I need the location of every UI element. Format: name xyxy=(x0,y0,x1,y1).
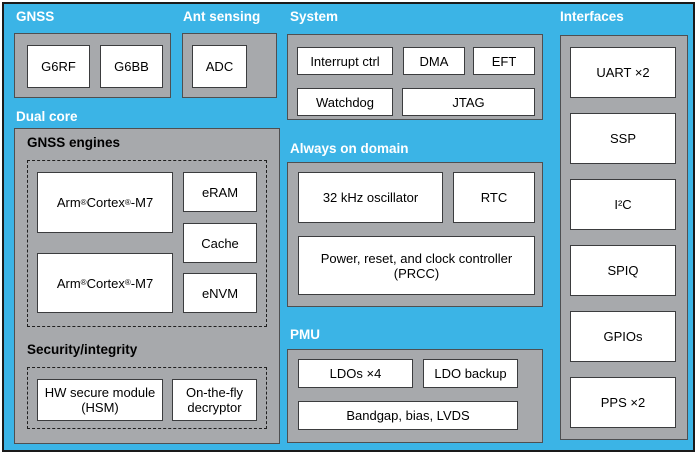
box-32khz-oscillator: 32 kHz oscillator xyxy=(298,172,443,223)
box-ssp: SSP xyxy=(570,113,676,164)
security-group-label: Security/integrity xyxy=(27,342,138,357)
gnss-engines-group-label: GNSS engines xyxy=(27,135,121,150)
gnss-engines-group-border xyxy=(27,160,267,327)
box-ldos: LDOs ×4 xyxy=(298,359,413,388)
box-cortex-m7-2: Arm® Cortex®-M7 xyxy=(37,253,173,313)
box-rtc: RTC xyxy=(453,172,535,223)
box-cache: Cache xyxy=(183,223,257,263)
gnss-section-label: GNSS xyxy=(16,9,55,24)
box-eram: eRAM xyxy=(183,172,257,212)
system-panel: Interrupt ctrl DMA EFT Watchdog JTAG xyxy=(287,34,543,120)
box-g6bb: G6BB xyxy=(100,45,163,88)
pmu-section-label: PMU xyxy=(290,327,320,342)
box-cortex-m7-1: Arm® Cortex®-M7 xyxy=(37,172,173,233)
box-hsm: HW secure module (HSM) xyxy=(37,379,163,421)
box-jtag: JTAG xyxy=(402,88,535,116)
box-uart: UART ×2 xyxy=(570,47,676,98)
box-adc: ADC xyxy=(192,45,247,88)
box-spiq: SPIQ xyxy=(570,245,676,296)
ant-sensing-panel: ADC xyxy=(182,33,277,98)
box-pps: PPS ×2 xyxy=(570,377,676,428)
always-on-section-label: Always on domain xyxy=(290,141,409,156)
box-interrupt-ctrl: Interrupt ctrl xyxy=(297,47,393,75)
dual-core-section-label: Dual core xyxy=(16,109,78,124)
box-dma: DMA xyxy=(403,47,465,75)
interfaces-section-label: Interfaces xyxy=(560,9,624,24)
security-group-border xyxy=(27,367,267,429)
box-otf-decryptor: On-the-fly decryptor xyxy=(172,379,257,421)
system-section-label: System xyxy=(290,9,339,24)
box-ldo-backup: LDO backup xyxy=(423,359,518,388)
box-bandgap-bias-lvds: Bandgap, bias, LVDS xyxy=(298,401,518,430)
box-g6rf: G6RF xyxy=(27,45,90,88)
box-watchdog: Watchdog xyxy=(297,88,393,116)
interfaces-panel: UART ×2 SSP I²C SPIQ GPIOs PPS ×2 xyxy=(560,35,688,440)
ant-sensing-section-label: Ant sensing xyxy=(183,9,261,24)
box-i2c: I²C xyxy=(570,179,676,230)
dual-core-panel: GNSS engines Arm® Cortex®-M7 Arm® Cortex… xyxy=(14,128,280,444)
always-on-panel: 32 kHz oscillator RTC Power, reset, and … xyxy=(287,162,543,307)
box-gpios: GPIOs xyxy=(570,311,676,362)
pmu-panel: LDOs ×4 LDO backup Bandgap, bias, LVDS xyxy=(287,349,543,443)
box-prcc: Power, reset, and clock controller (PRCC… xyxy=(298,236,535,295)
gnss-panel: G6RF G6BB xyxy=(14,33,171,98)
box-eft: EFT xyxy=(473,47,535,75)
box-envm: eNVM xyxy=(183,273,257,313)
